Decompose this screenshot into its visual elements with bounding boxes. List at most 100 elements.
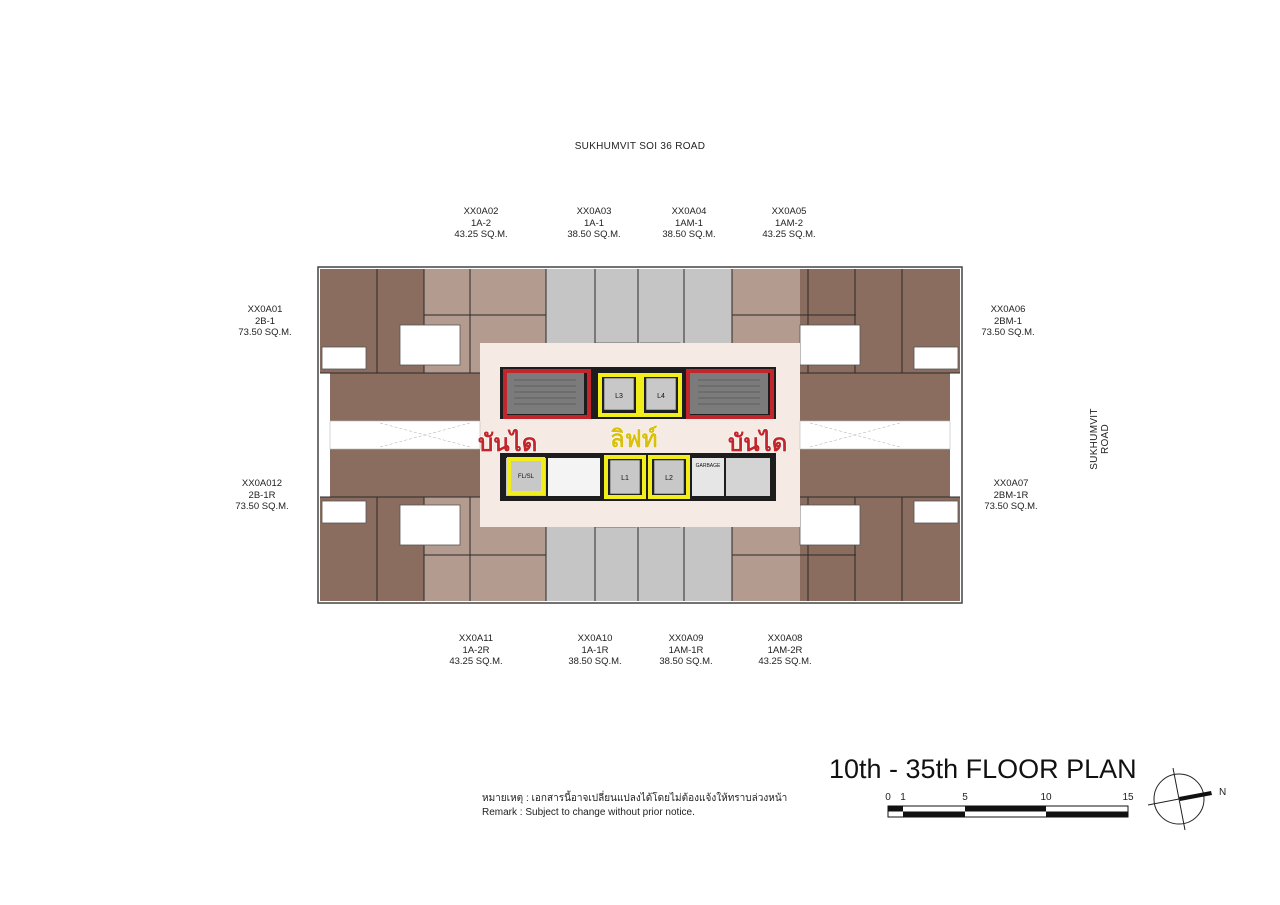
- lift-highlight-l1: [604, 455, 646, 499]
- scale-tick-10: 10: [1040, 792, 1052, 803]
- unit-code: XX0A02: [463, 206, 499, 217]
- lift-label-l3: L3: [615, 393, 623, 400]
- lift-l3: [603, 377, 635, 411]
- stair-west: [506, 372, 584, 414]
- scale-tick-0: 0: [885, 792, 891, 803]
- unit-label-xx0a02: XX0A02 1A-2 43.25 SQ.M.: [421, 206, 541, 241]
- unit-label-xx0a10: XX0A10 1A-1R 38.50 SQ.M.: [535, 633, 655, 668]
- unit-code: XX0A10: [577, 633, 613, 644]
- stair-highlight-west: [503, 369, 591, 419]
- lift-highlight-fl: [507, 457, 545, 495]
- unit-code: XX0A012: [241, 478, 283, 489]
- unit-type: 2B-1: [254, 315, 276, 327]
- remark-thai-text: เอกสารนี้อาจเปลี่ยนแปลงได้โดยไม่ต้องแจ้ง…: [531, 793, 788, 804]
- road-label-right: SUKHUMVIT ROAD: [1089, 408, 1111, 470]
- unit-label-xx0a012: XX0A012 2B-1R 73.50 SQ.M.: [202, 478, 322, 513]
- fireman-lift-label: FL/SL: [518, 474, 535, 480]
- unit-type: 1AM-1R: [668, 644, 704, 656]
- unit-area: 38.50 SQ.M.: [662, 229, 716, 240]
- unit-area: 43.25 SQ.M.: [454, 229, 508, 240]
- garbage-label: GARBAGE: [696, 463, 721, 469]
- lift-label-l2: L2: [665, 475, 673, 482]
- unit-area: 73.50 SQ.M.: [238, 327, 292, 338]
- lift-highlight-l2: [648, 455, 690, 499]
- fireman-lift-shaft: [506, 458, 546, 496]
- unit-code: XX0A11: [458, 633, 494, 644]
- lift-l1: [609, 459, 641, 495]
- unit-type: 1AM-2R: [767, 644, 803, 656]
- unit-code: XX0A08: [767, 633, 803, 644]
- unit-label-xx0a11: XX0A11 1A-2R 43.25 SQ.M.: [416, 633, 536, 668]
- scale-tick-5: 5: [962, 792, 968, 803]
- unit-code: XX0A03: [576, 206, 612, 217]
- unit-type: 1A-1R: [581, 644, 609, 656]
- lift-l4: [645, 377, 677, 411]
- scale-seg: [903, 811, 965, 817]
- lift-highlight-l3: [598, 373, 640, 417]
- unit-code: XX0A05: [771, 206, 807, 217]
- remark-english-label: Remark :: [482, 807, 523, 818]
- north-compass-icon: N: [1147, 767, 1226, 831]
- remark-thai-label: หมายเหตุ :: [482, 793, 529, 804]
- annotation-lift: ลิฟท์: [610, 425, 659, 454]
- plan-title: 10th - 35th FLOOR PLAN: [829, 754, 1137, 784]
- service-room: [726, 458, 770, 496]
- unit-label-xx0a07: XX0A07 2BM-1R 73.50 SQ.M.: [951, 478, 1071, 513]
- unit-code: XX0A06: [990, 304, 1026, 315]
- highlight-frames: [503, 369, 774, 499]
- floor-plan: L3 L4 L1 L2 FL/SL GARBAGE: [317, 266, 963, 604]
- stair-east: [690, 372, 768, 414]
- unit-code: XX0A07: [993, 478, 1029, 489]
- unit-area: 43.25 SQ.M.: [758, 656, 812, 667]
- annotation-stair-west: บันได: [477, 429, 538, 458]
- unit-label-xx0a03: XX0A03 1A-1 38.50 SQ.M.: [534, 206, 654, 241]
- unit-xx0a07-upper: [800, 449, 950, 497]
- scale-bar: 0 1 5 10 15: [885, 792, 1134, 818]
- north-label: N: [1219, 787, 1226, 798]
- unit-label-xx0a05: XX0A05 1AM-2 43.25 SQ.M.: [729, 206, 849, 241]
- lift-lobby-bottom: [548, 458, 600, 496]
- lift-highlight-l4: [640, 373, 682, 417]
- scale-seg: [965, 806, 1046, 812]
- annotation-stair-east: บันได: [727, 429, 788, 458]
- unit-label-xx0a04: XX0A04 1AM-1 38.50 SQ.M.: [629, 206, 749, 241]
- lift-l2: [653, 459, 685, 495]
- unit-code: XX0A04: [671, 206, 707, 217]
- unit-area: 43.25 SQ.M.: [762, 229, 816, 240]
- remark-english-text: Subject to change without prior notice.: [525, 807, 695, 818]
- remark-english: Remark : Subject to change without prior…: [482, 807, 695, 818]
- unit-label-xx0a01: XX0A01 2B-1 73.50 SQ.M.: [205, 304, 325, 339]
- unit-label-xx0a06: XX0A06 2BM-1 73.50 SQ.M.: [948, 304, 1068, 339]
- scale-seg: [888, 806, 903, 812]
- unit-area: 73.50 SQ.M.: [235, 501, 289, 512]
- unit-type: 2B-1R: [248, 489, 276, 501]
- road-label-top: SUKHUMVIT SOI 36 ROAD: [574, 141, 706, 152]
- unit-type: 1A-2R: [462, 644, 490, 656]
- unit-type: 2BM-1: [994, 315, 1022, 327]
- scale-tick-1: 1: [900, 792, 906, 803]
- corridor-canopy-lines: [379, 422, 901, 448]
- unit-type: 1AM-1: [675, 217, 703, 229]
- unit-type: 2BM-1R: [993, 489, 1029, 501]
- unit-area: 38.50 SQ.M.: [567, 229, 621, 240]
- unit-area: 73.50 SQ.M.: [981, 327, 1035, 338]
- unit-xx0a06-lower: [800, 373, 950, 421]
- unit-label-xx0a09: XX0A09 1AM-1R 38.50 SQ.M.: [626, 633, 746, 668]
- unit-area: 43.25 SQ.M.: [449, 656, 503, 667]
- unit-xx0a01-lower: [330, 373, 480, 421]
- stair-highlight-east: [686, 369, 774, 419]
- corridor-east-wing: [799, 420, 951, 450]
- unit-label-xx0a08: XX0A08 1AM-2R 43.25 SQ.M.: [725, 633, 845, 668]
- unit-area: 38.50 SQ.M.: [568, 656, 622, 667]
- unit-code: XX0A09: [668, 633, 704, 644]
- stair-west-treads: [514, 379, 576, 405]
- scale-seg: [1046, 811, 1128, 817]
- unit-area: 73.50 SQ.M.: [984, 501, 1038, 512]
- unit-type: 1A-2: [470, 217, 492, 229]
- unit-code: XX0A01: [247, 304, 283, 315]
- scale-tick-15: 15: [1122, 792, 1134, 803]
- unit-type: 1AM-2: [775, 217, 803, 229]
- stair-east-treads: [698, 379, 760, 405]
- unit-type: 1A-1: [583, 217, 605, 229]
- corridor-west-wing: [329, 420, 481, 450]
